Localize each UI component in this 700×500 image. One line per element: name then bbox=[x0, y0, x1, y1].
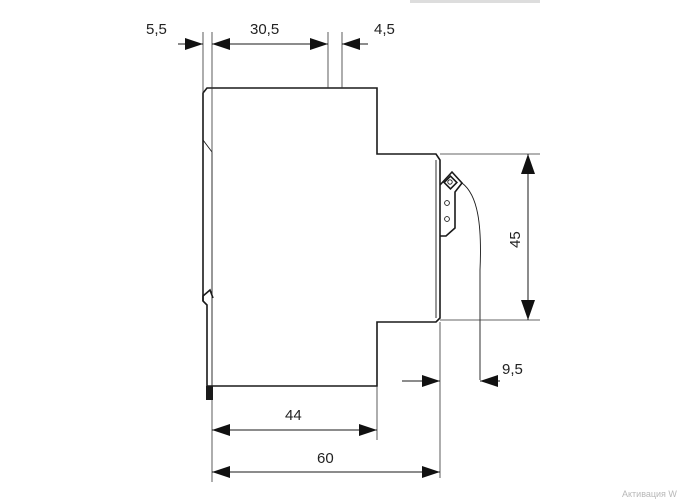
arrow-5-5 bbox=[185, 38, 203, 50]
toggle-handle bbox=[439, 170, 464, 237]
dim-label-4-5: 4,5 bbox=[374, 21, 395, 38]
arrow-44-right bbox=[359, 424, 377, 436]
bottom-foot bbox=[206, 386, 213, 400]
arrow-45-bottom bbox=[521, 300, 535, 320]
handle-dot-lower bbox=[444, 216, 450, 222]
arrow-30-5-left bbox=[212, 38, 230, 50]
height-dimension bbox=[440, 153, 540, 321]
arrow-60-left bbox=[212, 466, 230, 478]
handle-dot-upper bbox=[444, 200, 450, 206]
dim-label-44: 44 bbox=[285, 407, 302, 424]
arrow-30-5-right bbox=[310, 38, 328, 50]
arrow-45-top bbox=[521, 154, 535, 174]
dim-label-60: 60 bbox=[317, 450, 334, 467]
handle-swing-arc bbox=[461, 182, 481, 380]
top-dimensions bbox=[178, 32, 368, 152]
clip-offset-dimension bbox=[402, 322, 500, 478]
arrow-9-5-left bbox=[422, 375, 440, 387]
arrow-4-5 bbox=[342, 38, 360, 50]
device-outline bbox=[202, 87, 481, 400]
upper-notch bbox=[202, 93, 213, 153]
arrow-60-right bbox=[422, 466, 440, 478]
din-clip bbox=[202, 288, 214, 301]
arrow-9-5-right bbox=[480, 375, 498, 387]
dim-label-30-5: 30,5 bbox=[250, 21, 279, 38]
dim-label-45: 45 bbox=[507, 231, 524, 248]
device-body bbox=[202, 87, 441, 387]
dim-label-9-5: 9,5 bbox=[502, 361, 523, 378]
top-edge-fragment bbox=[410, 0, 540, 3]
watermark-text: Активация W bbox=[622, 489, 677, 499]
arrow-44-left bbox=[212, 424, 230, 436]
dim-label-5-5: 5,5 bbox=[146, 21, 167, 38]
bottom-dimensions bbox=[211, 386, 440, 482]
